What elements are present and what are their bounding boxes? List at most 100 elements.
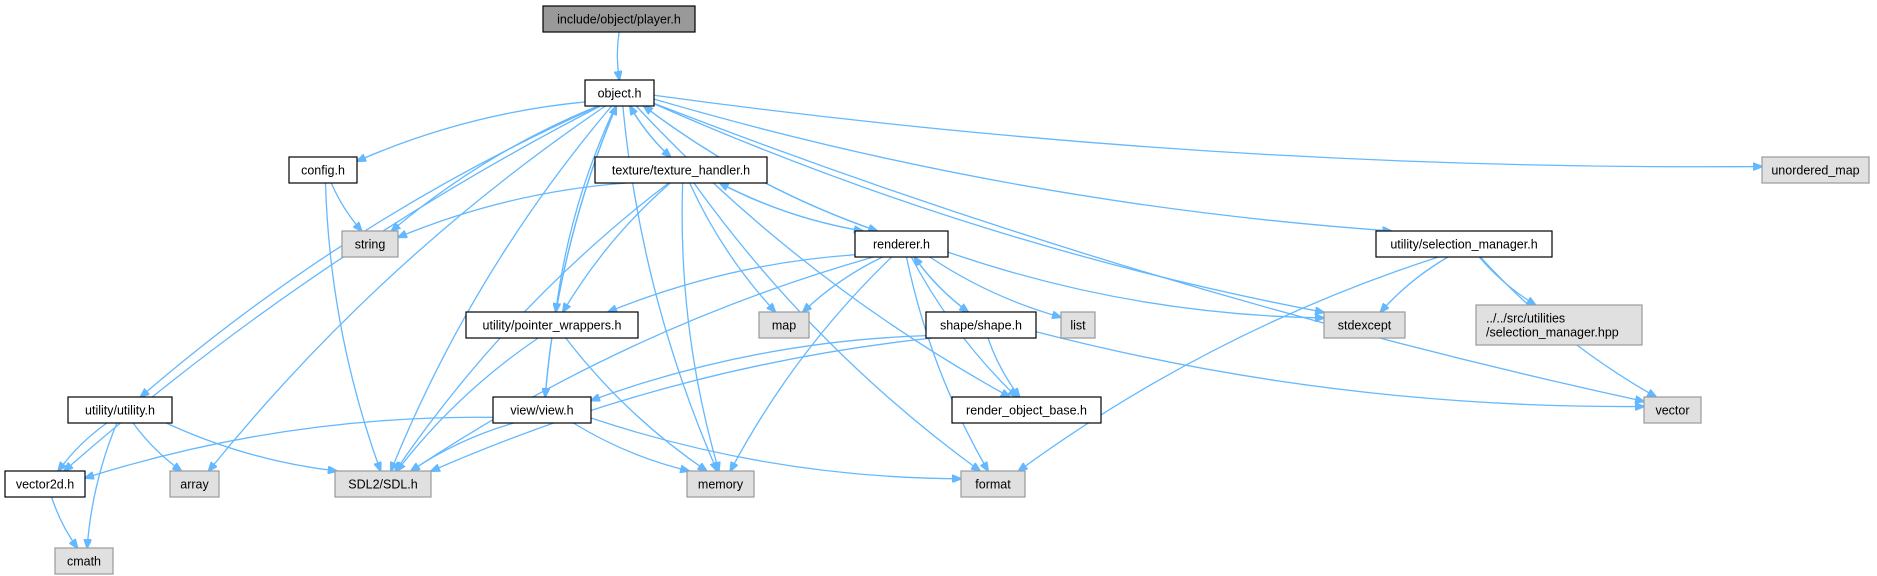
node-label: SDL2/SDL.h xyxy=(348,478,418,492)
node-array: array xyxy=(169,470,220,498)
node-render_base[interactable]: render_object_base.h xyxy=(951,396,1102,424)
node-label: format xyxy=(975,478,1011,492)
node-box xyxy=(1375,230,1553,258)
edge-shape-to-view xyxy=(591,334,927,401)
node-box xyxy=(584,79,655,107)
edge-view-to-object xyxy=(544,106,616,398)
node-box xyxy=(1323,311,1406,339)
nodes-layer: include/object/player.h object.h config.h t… xyxy=(4,5,1870,575)
node-box xyxy=(341,230,399,258)
edge-utility-to-cmath xyxy=(87,422,118,548)
node-object[interactable]: object.h xyxy=(584,79,655,107)
node-box xyxy=(67,396,173,424)
edge-utility-to-sdl xyxy=(165,422,337,471)
node-shape[interactable]: shape/shape.h xyxy=(925,311,1037,339)
node-selhpp: ../../src/utilities/selection_manager.hp… xyxy=(1475,304,1643,346)
edge-texture-to-map xyxy=(689,182,776,312)
edge-shape-to-sdl xyxy=(431,337,933,471)
node-vector2d[interactable]: vector2d.h xyxy=(4,470,86,498)
edge-object-to-array xyxy=(209,105,606,471)
node-selection[interactable]: utility/selection_manager.h xyxy=(1375,230,1553,258)
node-box xyxy=(951,396,1102,424)
node-label: utility/selection_manager.h xyxy=(1390,238,1537,252)
node-utility[interactable]: utility/utility.h xyxy=(67,396,173,424)
node-label: map xyxy=(772,319,796,333)
edge-texture-to-format xyxy=(693,182,980,471)
node-cmath: cmath xyxy=(54,547,114,575)
node-map: map xyxy=(758,311,810,339)
node-label: cmath xyxy=(67,555,101,569)
node-box xyxy=(465,311,639,339)
node-sdl: SDL2/SDL.h xyxy=(334,470,432,498)
edge-object-to-stdexcept xyxy=(653,103,1324,313)
node-box xyxy=(1761,156,1870,184)
edge-renderer-to-map xyxy=(803,256,883,312)
edge-view-to-vector2d xyxy=(85,416,494,478)
node-label: view/view.h xyxy=(510,404,573,418)
node-renderer[interactable]: renderer.h xyxy=(854,230,949,258)
node-box xyxy=(492,396,592,424)
edge-texture-to-pointer xyxy=(563,182,671,312)
edge-object-to-sdl xyxy=(391,105,613,471)
edge-texture-to-object xyxy=(630,106,672,158)
node-string: string xyxy=(341,230,399,258)
node-label: ../../src/utilities xyxy=(1486,312,1565,326)
node-box xyxy=(758,311,810,339)
edge-view-to-memory xyxy=(573,422,689,471)
edge-config-to-string xyxy=(330,182,361,231)
edge-renderer-to-sdl xyxy=(411,256,874,471)
node-label: vector xyxy=(1655,404,1689,418)
node-format: format xyxy=(960,470,1026,498)
node-label: utility/utility.h xyxy=(85,404,155,418)
node-box xyxy=(169,470,220,498)
node-unordered_map: unordered_map xyxy=(1761,156,1870,184)
node-list: list xyxy=(1060,311,1096,339)
node-config[interactable]: config.h xyxy=(288,156,358,184)
edge-renderer-to-memory xyxy=(730,256,893,471)
edge-renderer-to-list xyxy=(929,256,1061,317)
node-label: stdexcept xyxy=(1338,319,1392,333)
node-pointer[interactable]: utility/pointer_wrappers.h xyxy=(465,311,639,339)
node-label: vector2d.h xyxy=(16,478,74,492)
node-box xyxy=(925,311,1037,339)
node-label: object.h xyxy=(598,87,642,101)
edges-layer xyxy=(50,31,1762,548)
node-box xyxy=(334,470,432,498)
edge-object-to-texture xyxy=(629,105,671,157)
node-player[interactable]: include/object/player.h xyxy=(542,5,696,33)
edge-utility-to-array xyxy=(132,422,181,471)
node-box xyxy=(686,470,755,498)
edge-object-to-string xyxy=(391,105,599,231)
node-view[interactable]: view/view.h xyxy=(492,396,592,424)
edge-selection-to-format xyxy=(1019,256,1439,471)
edge-texture-to-renderer xyxy=(719,182,863,231)
edge-object-to-vector xyxy=(653,102,1644,401)
edge-object-to-config xyxy=(357,101,586,161)
node-label: array xyxy=(180,478,209,492)
edge-view-to-sdl xyxy=(411,422,515,471)
node-box xyxy=(594,156,768,184)
node-texture[interactable]: texture/texture_handler.h xyxy=(594,156,768,184)
node-memory: memory xyxy=(686,470,755,498)
node-box xyxy=(854,230,949,258)
node-stdexcept: stdexcept xyxy=(1323,311,1406,339)
edge-selection-to-stdexcept xyxy=(1380,256,1449,312)
edge-renderer-to-format xyxy=(905,256,988,471)
node-box xyxy=(54,547,114,575)
edge-object-to-pointer xyxy=(556,105,617,312)
edge-utility-to-vector2d xyxy=(58,422,108,471)
node-label: /selection_manager.hpp xyxy=(1486,326,1619,340)
node-box xyxy=(288,156,358,184)
edge-object-to-selection xyxy=(653,98,1391,231)
edge-texture-to-string xyxy=(398,182,627,237)
edge-renderer-to-shape xyxy=(913,256,968,312)
edge-vector2d-to-cmath xyxy=(50,496,78,548)
edge-object-to-view xyxy=(545,105,617,397)
edge-player-to-object xyxy=(617,31,619,80)
node-label: unordered_map xyxy=(1771,164,1859,178)
node-label: renderer.h xyxy=(873,238,930,252)
node-box xyxy=(1475,304,1643,346)
edge-config-to-sdl xyxy=(324,182,380,471)
node-label: render_object_base.h xyxy=(966,404,1087,418)
